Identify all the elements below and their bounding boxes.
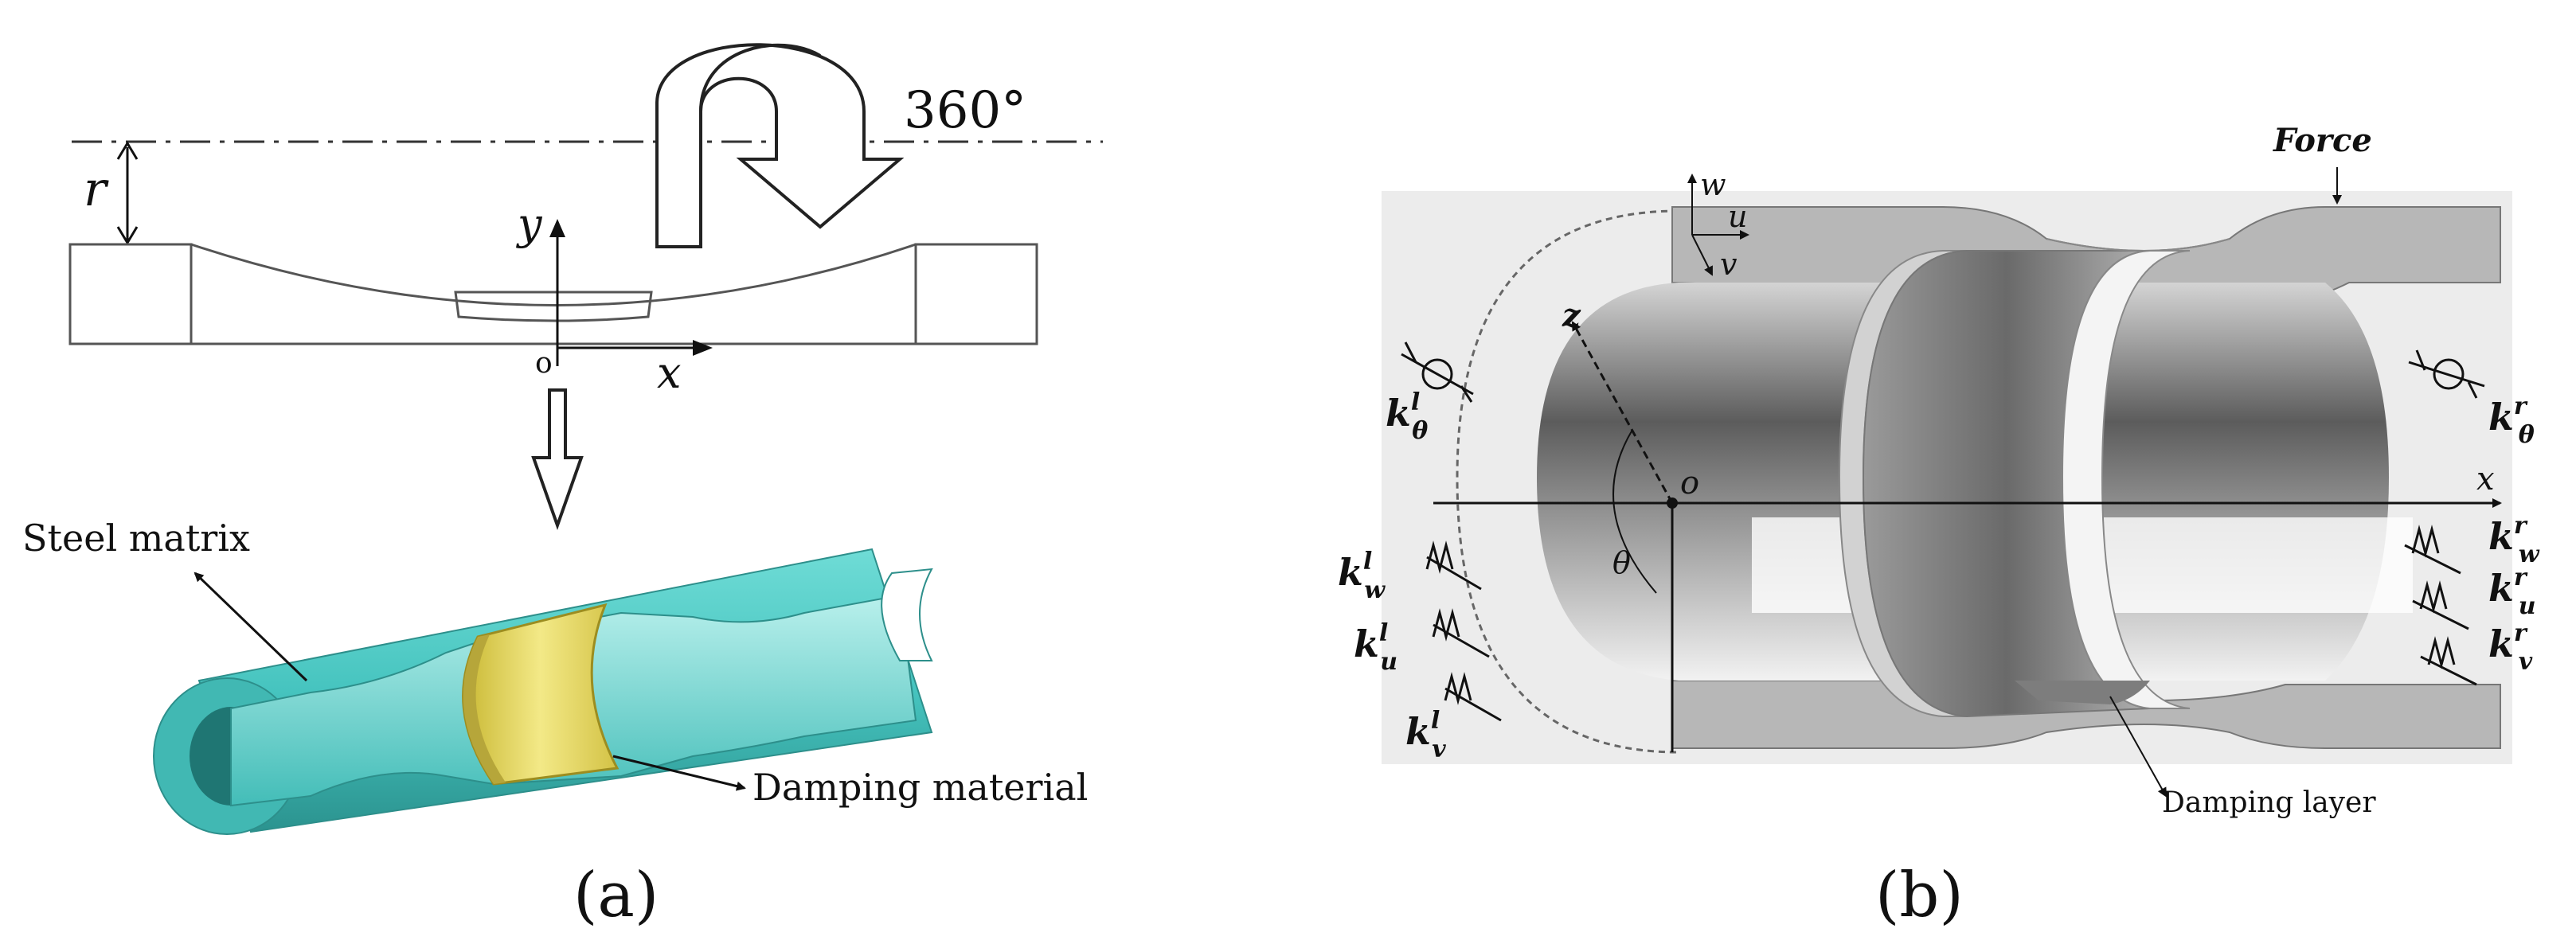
w-label: w	[1700, 167, 1726, 202]
v-label: v	[1720, 247, 1738, 282]
rotation-arrow-back-icon	[699, 43, 822, 112]
force-label: Force	[2273, 122, 2372, 159]
o-label-b: o	[1680, 465, 1699, 501]
tube-3d	[153, 548, 933, 835]
y-label: y	[516, 199, 543, 249]
z-label-b: z	[1562, 297, 1581, 334]
theta-label: θ	[1612, 545, 1631, 580]
rotation-arrow-icon	[655, 43, 905, 248]
damping-material-label: Damping material	[752, 766, 1088, 809]
x-axis-arrow-icon	[693, 340, 713, 356]
left-rotational-spring-icon	[1421, 358, 1453, 390]
theta-arc	[1612, 429, 1657, 594]
panel-b: Force w u v x z o θ	[1338, 122, 2540, 819]
rotation-label: 360°	[904, 81, 1026, 140]
radius-label: r	[84, 162, 109, 217]
caption-a: (a)	[573, 860, 659, 931]
x-label-b: x	[2476, 461, 2495, 497]
panel-a: 360° r y x o	[22, 43, 1103, 835]
x-label: x	[657, 348, 681, 398]
origin-dot	[1667, 497, 1678, 509]
damping-layer-strip	[2015, 681, 2150, 704]
steel-matrix-label: Steel matrix	[22, 517, 250, 560]
steel-matrix-leader	[193, 572, 308, 682]
damping-material-leader	[612, 755, 746, 791]
neck-ring-inner	[2061, 250, 2191, 709]
z-axis-b	[1571, 321, 1674, 504]
left-springs	[1401, 341, 1502, 722]
neck-top-curve	[2046, 238, 2230, 252]
damping-layer-leader	[2109, 696, 2167, 798]
left-end-outline	[1456, 209, 1679, 754]
caption-b: (b)	[1875, 860, 1964, 931]
cross-section-profile	[68, 243, 1038, 345]
right-springs	[2404, 349, 2485, 686]
u-label: u	[1728, 199, 1747, 234]
damping-layer-label: Damping layer	[2162, 786, 2376, 819]
y-axis-arrow-icon	[549, 219, 565, 237]
right-rotational-spring-icon	[2433, 358, 2465, 390]
radius-arrow-bottom-icon	[116, 226, 139, 245]
v-axis	[1691, 234, 1713, 276]
origin-label: o	[535, 347, 553, 380]
down-arrow-icon	[531, 388, 584, 531]
radius-arrow-top-icon	[116, 141, 139, 160]
